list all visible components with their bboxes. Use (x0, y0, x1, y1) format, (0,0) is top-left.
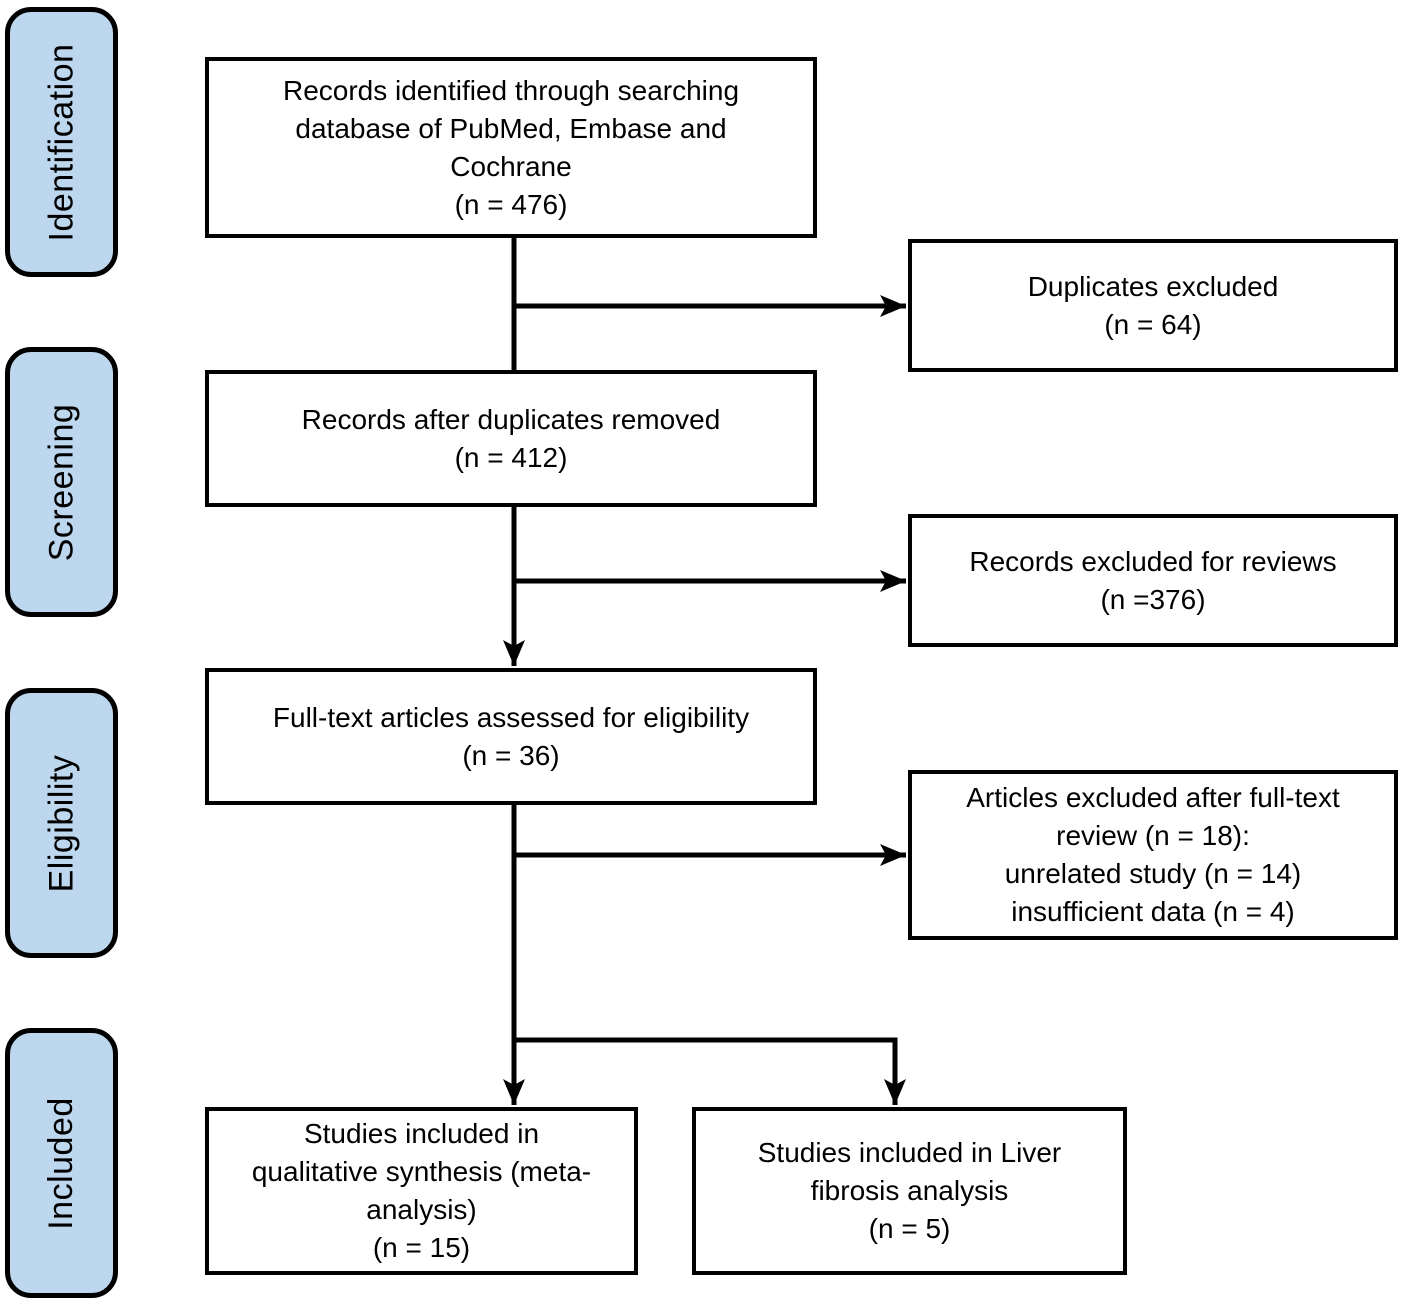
box-records-excluded-reviews: Records excluded for reviews (n =376) (908, 514, 1398, 647)
stage-included: Included (5, 1028, 118, 1298)
box-records-identified: Records identified through searching dat… (205, 57, 817, 238)
box-duplicates-excluded-text: Duplicates excluded (n = 64) (1027, 270, 1279, 340)
box-records-identified-text: Records identified through searching dat… (282, 74, 740, 220)
stage-included-label: Included (42, 1096, 81, 1230)
box-duplicates-excluded: Duplicates excluded (n = 64) (908, 239, 1398, 372)
box-qualitative-synthesis: Studies included in qualitative synthesi… (205, 1107, 638, 1275)
stage-eligibility-label: Eligibility (42, 754, 81, 892)
box-records-excluded-reviews-text: Records excluded for reviews (n =376) (969, 545, 1337, 615)
stage-identification: Identification (5, 7, 118, 277)
box-articles-excluded-text: Articles excluded after full-text review… (966, 782, 1340, 927)
stage-identification-label: Identification (42, 43, 80, 241)
box-fulltext-assessed-text: Full-text articles assessed for eligibil… (272, 701, 750, 771)
box-liver-fibrosis-text: Studies included in Liver fibrosis analy… (757, 1137, 1062, 1244)
box-articles-excluded: Articles excluded after full-text review… (908, 770, 1398, 940)
box-records-after-duplicates: Records after duplicates removed (n = 41… (205, 370, 817, 507)
stage-screening: Screening (5, 347, 118, 617)
box-records-after-duplicates-text: Records after duplicates removed (n = 41… (301, 403, 721, 473)
stage-screening-label: Screening (42, 403, 81, 561)
box-qualitative-synthesis-text: Studies included in qualitative synthesi… (251, 1118, 592, 1263)
arrow-branch-to-liver-fibrosis (514, 1037, 906, 1105)
stage-eligibility: Eligibility (5, 688, 118, 958)
box-fulltext-assessed: Full-text articles assessed for eligibil… (205, 668, 817, 805)
box-liver-fibrosis: Studies included in Liver fibrosis analy… (692, 1107, 1127, 1275)
